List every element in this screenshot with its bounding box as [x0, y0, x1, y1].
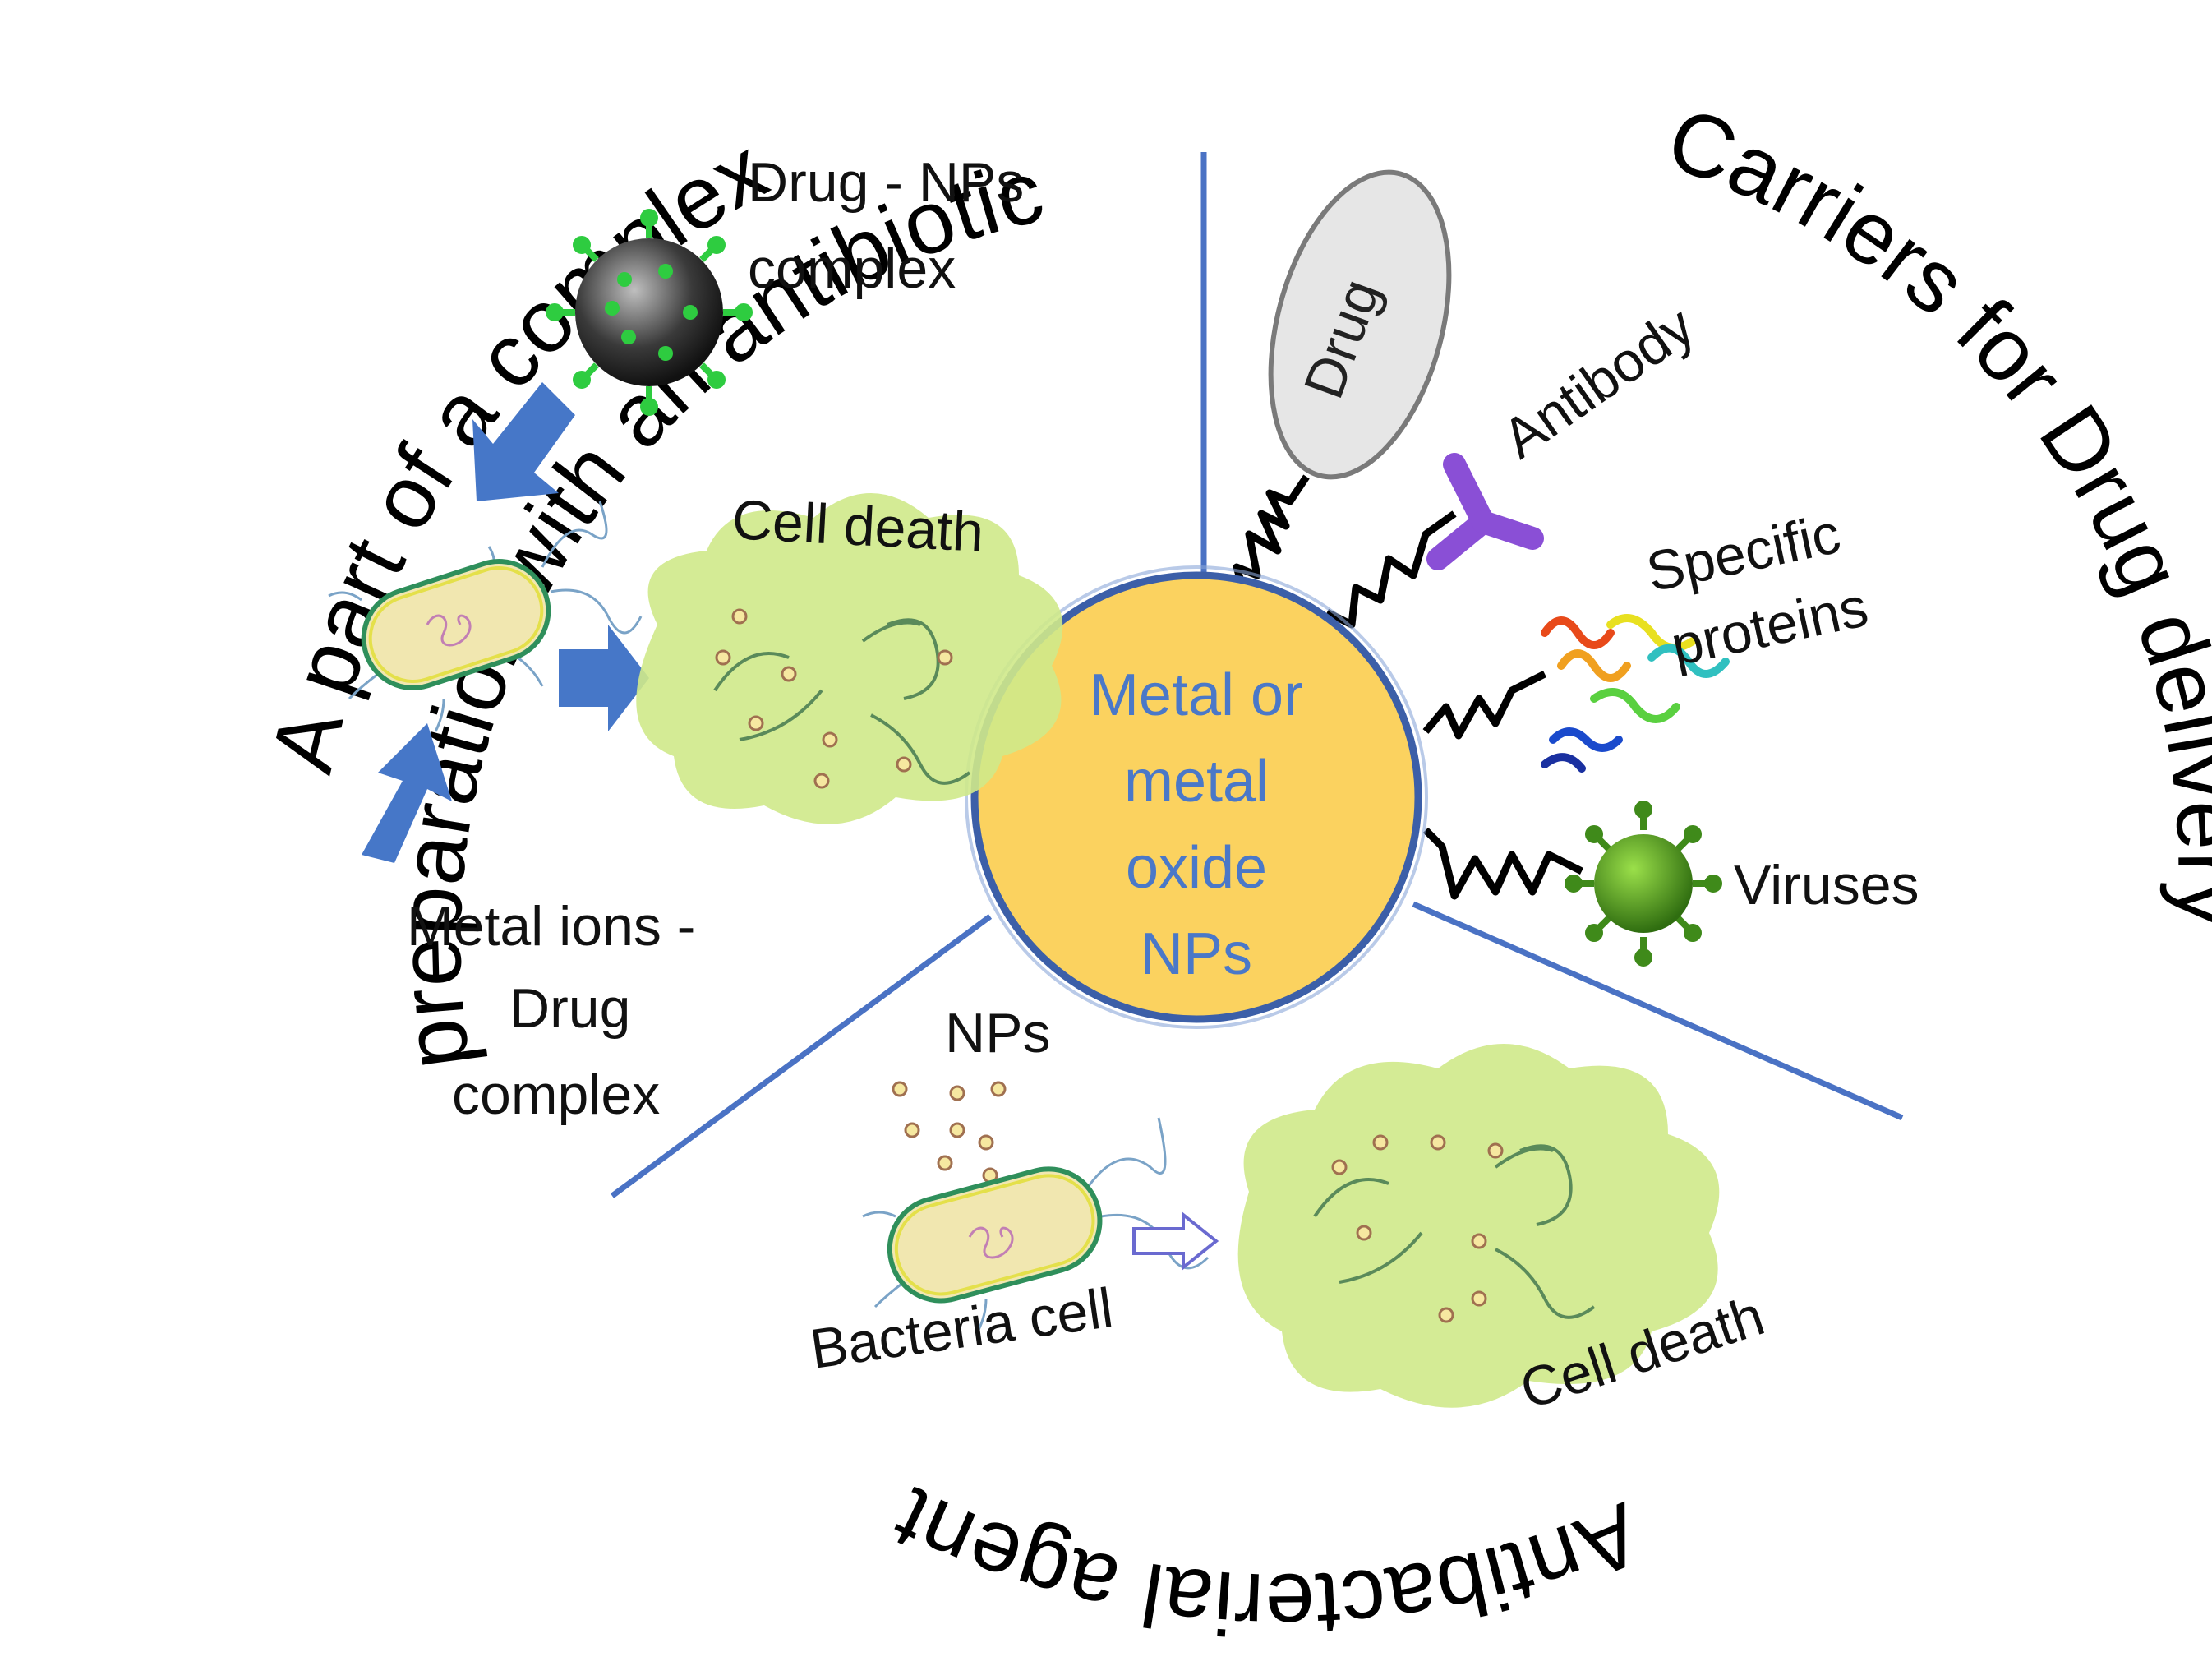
right-section-title: Carriers for Drug delivery	[1656, 88, 2212, 930]
virus-icon	[1565, 801, 1722, 967]
arrow-from-np-icon	[472, 382, 575, 501]
center-label-line3: oxide	[1126, 835, 1267, 901]
divider-bottom-left	[610, 914, 993, 1198]
bottom-nps-label: NPs	[945, 1002, 1050, 1064]
arrow-from-bottom-icon	[362, 723, 452, 863]
antibody-icon	[1426, 453, 1544, 570]
drug-nps-complex-label-line2: complex	[748, 238, 956, 300]
viruses-label: Viruses	[1734, 854, 1919, 916]
nanoparticle-dots	[892, 1081, 1007, 1184]
bottom-hollow-arrow-icon	[1132, 1211, 1219, 1271]
metal-ions-drug-complex-label-line2: Drug	[509, 977, 630, 1040]
drug-ellipse-icon: Drug	[1268, 169, 1452, 480]
section-dividers	[610, 152, 1904, 1198]
center-nanoparticle: Metal or metal oxide NPs	[965, 565, 1428, 1029]
process-arrows	[362, 382, 649, 863]
drug-nps-complex-label-line1: Drug - NPs	[748, 151, 1024, 214]
bottom-bacteria-cell-icon	[862, 1117, 1210, 1332]
center-label-line4: NPs	[1141, 921, 1252, 987]
center-label-line2: metal	[1124, 749, 1269, 815]
antibody-label: Antibody	[1491, 294, 1705, 470]
protein-ribbon-icon	[1541, 614, 1730, 773]
center-label-line1: Metal or	[1090, 662, 1303, 728]
bottom-section-title: Antibacterial agent	[878, 1470, 1656, 1655]
nanoparticle-complex-icon	[546, 209, 753, 416]
divider-bottom-right	[1412, 901, 1904, 1121]
metal-ions-drug-complex-label-line3: complex	[452, 1064, 660, 1126]
bacteria-cell-icon	[328, 501, 643, 732]
metal-ions-drug-complex-label-line1: Metal ions -	[407, 895, 695, 958]
dead-cell-cloud-icon	[636, 493, 1063, 824]
left-cell-death-label: Cell death	[730, 488, 985, 564]
arrow-to-dead-cell-icon	[559, 625, 649, 731]
bottom-dead-cell-cloud-icon	[1237, 1044, 1720, 1408]
